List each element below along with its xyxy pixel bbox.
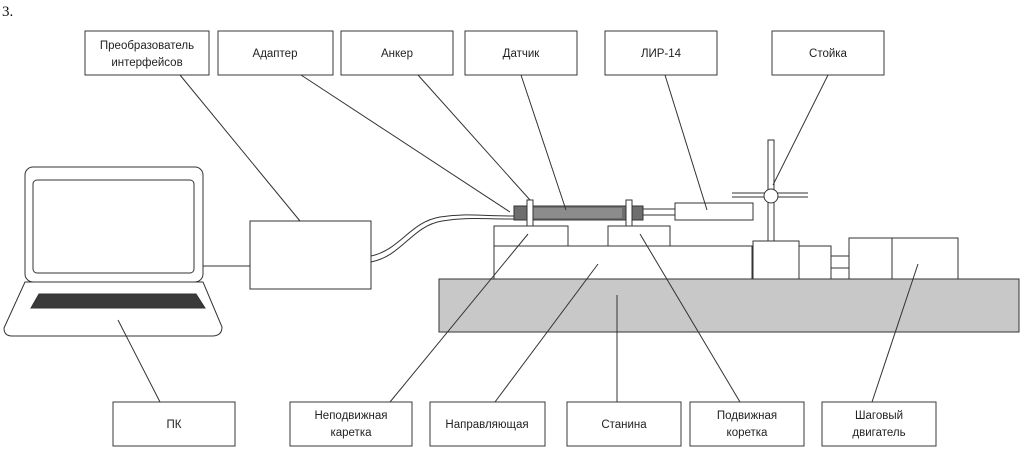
leader-stepper-motor bbox=[871, 263, 919, 403]
sensor-core bbox=[532, 208, 622, 218]
stand-base bbox=[752, 240, 800, 280]
leader-movable-carriage bbox=[639, 233, 741, 403]
leader-guide bbox=[494, 263, 599, 403]
stepper-motor-body bbox=[848, 237, 959, 280]
leader-sensor bbox=[520, 74, 567, 211]
motor-coupling-block bbox=[798, 245, 832, 280]
label-lir14-text: ЛИР-14 bbox=[641, 48, 682, 60]
label-fixed-carriage-line2: каретка bbox=[330, 427, 372, 439]
label-fixed-carriage: Неподвижная каретка bbox=[289, 401, 413, 447]
label-pc: ПК bbox=[112, 401, 236, 447]
label-stepper-line1: Шаговый bbox=[855, 410, 903, 422]
movable-carriage bbox=[607, 225, 671, 247]
laptop-pc bbox=[3, 166, 223, 337]
label-stepper-line2: двигатель bbox=[852, 427, 905, 439]
label-converter-line1: Преобразователь bbox=[100, 40, 194, 52]
label-sensor: Датчик bbox=[464, 30, 578, 76]
leader-anchor bbox=[417, 74, 531, 201]
laptop-keyboard bbox=[30, 293, 206, 309]
label-sensor-text: Датчик bbox=[503, 48, 541, 60]
leader-lir14 bbox=[664, 74, 708, 211]
sensor-rod bbox=[642, 208, 676, 216]
figure-number: 3. bbox=[2, 4, 13, 20]
leader-converter bbox=[179, 74, 301, 222]
label-adapter-text: Адаптер bbox=[253, 48, 298, 60]
sensor-clamp-left bbox=[526, 199, 534, 227]
label-stand-text: Стойка bbox=[809, 48, 848, 60]
adapter-cable-2 bbox=[370, 218, 515, 263]
label-movable-carriage-line2: коретка bbox=[727, 427, 769, 439]
bed-frame bbox=[438, 278, 1020, 333]
label-converter: Преобразователь интерфейсов bbox=[84, 30, 210, 76]
guide-rail bbox=[493, 245, 753, 280]
motor-shaft bbox=[830, 255, 850, 269]
interface-converter-box bbox=[249, 220, 372, 290]
stand-clamp bbox=[763, 188, 779, 204]
label-anchor: Анкер bbox=[340, 30, 454, 76]
leader-fixed-carriage bbox=[389, 233, 529, 403]
label-adapter: Адаптер bbox=[217, 30, 334, 76]
label-stand: Стойка bbox=[771, 30, 885, 76]
label-bed: Станина bbox=[566, 401, 682, 447]
sensor-clamp-right bbox=[625, 199, 633, 227]
label-fixed-carriage-line1: Неподвижная bbox=[315, 410, 388, 422]
leader-adapter bbox=[300, 74, 511, 213]
label-bed-text: Станина bbox=[601, 419, 647, 431]
label-guide-text: Направляющая bbox=[445, 419, 528, 431]
laptop-base bbox=[3, 281, 223, 337]
fixed-carriage bbox=[493, 225, 569, 247]
label-guide: Направляющая bbox=[429, 401, 546, 447]
lir14-encoder bbox=[674, 202, 754, 221]
leader-pc bbox=[117, 319, 161, 403]
label-pc-text: ПК bbox=[167, 419, 182, 431]
label-stepper-motor: Шаговый двигатель bbox=[821, 401, 937, 447]
label-movable-carriage: Подвижная коретка bbox=[689, 401, 805, 447]
laptop-screen bbox=[32, 179, 195, 274]
label-lir14: ЛИР-14 bbox=[604, 30, 718, 76]
adapter-cable-1 bbox=[370, 214, 515, 257]
leader-stand bbox=[772, 74, 829, 186]
label-converter-line2: интерфейсов bbox=[111, 57, 182, 69]
label-anchor-text: Анкер bbox=[381, 48, 413, 60]
label-movable-carriage-line1: Подвижная bbox=[717, 410, 777, 422]
